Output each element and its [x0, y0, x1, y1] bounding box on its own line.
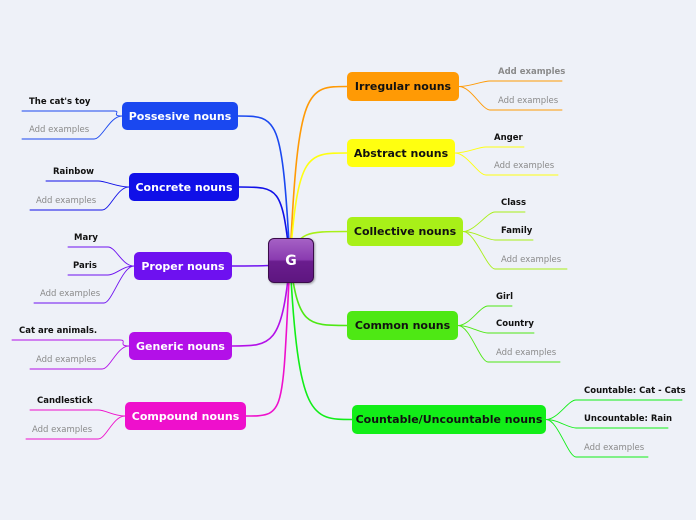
topic-label: Compound nouns [131, 409, 240, 423]
topic-countable-uncountable-nouns[interactable]: Countable/Uncountable nouns [352, 405, 546, 434]
topic-compound-nouns[interactable]: Compound nouns [125, 402, 246, 430]
central-topic[interactable]: G [268, 238, 314, 283]
subtopic-connector [67, 246, 135, 267]
subtopic-connector [457, 325, 535, 334]
topic-concrete-nouns[interactable]: Concrete nouns [129, 173, 239, 201]
subtopic-connector [458, 80, 563, 87]
branch-connector-generic-nouns [231, 259, 291, 347]
topic-label: Concrete nouns [135, 180, 233, 194]
subtopic-connector [25, 415, 126, 440]
central-topic-label: G [285, 252, 297, 269]
subtopic-connector [33, 265, 135, 304]
example-item[interactable]: Cat are animals. [19, 326, 98, 336]
subtopic-connector [545, 419, 669, 429]
add-examples-placeholder[interactable]: Add examples [494, 161, 555, 171]
subtopic-connector [545, 419, 649, 458]
subtopic-connector [458, 86, 563, 111]
topic-abstract-nouns[interactable]: Abstract nouns [347, 139, 455, 167]
add-examples-placeholder[interactable]: Add examples [498, 96, 559, 106]
example-item[interactable]: Rainbow [53, 167, 95, 177]
example-item[interactable]: Paris [73, 261, 97, 271]
topic-irregular-nouns[interactable]: Irregular nouns [347, 72, 459, 101]
topic-label: Proper nouns [141, 259, 225, 273]
subtopic-connector [21, 110, 123, 117]
subtopic-connector [29, 409, 126, 417]
topic-label: Countable/Uncountable nouns [355, 413, 543, 426]
subtopic-connector [454, 152, 559, 176]
example-item[interactable]: Uncountable: Rain [584, 414, 673, 424]
example-item[interactable]: Candlestick [37, 396, 93, 406]
subtopic-connector [45, 180, 130, 188]
subtopic-connector [11, 339, 130, 347]
topic-label: Generic nouns [136, 339, 225, 353]
branch-connector-abstract-nouns [289, 152, 348, 261]
add-examples-placeholder[interactable]: Add examples [40, 289, 101, 299]
subtopic-connector [21, 115, 123, 140]
add-examples-placeholder[interactable]: Add examples [29, 125, 90, 135]
add-examples-placeholder[interactable]: Add examples [496, 348, 557, 358]
topic-label: Abstract nouns [353, 146, 449, 160]
subtopic-connector [29, 345, 130, 370]
add-examples-placeholder[interactable]: Add examples [36, 355, 97, 365]
example-item[interactable]: Anger [494, 133, 523, 143]
subtopic-connector [457, 305, 513, 326]
branch-connector-countable-uncountable-nouns [289, 259, 353, 421]
subtopic-connector [545, 399, 683, 420]
topic-label: Possesive nouns [128, 109, 232, 123]
add-examples-placeholder[interactable]: Add examples [32, 425, 93, 435]
example-item[interactable]: Mary [74, 233, 98, 243]
example-item[interactable]: The cat's toy [29, 97, 91, 107]
add-examples-placeholder[interactable]: Add examples [584, 443, 645, 453]
topic-label: Common nouns [354, 319, 451, 332]
subtopic-connector [457, 325, 561, 363]
branch-connector-possesive-nouns [237, 115, 291, 261]
branch-connector-irregular-nouns [289, 85, 348, 261]
branch-connector-compound-nouns [245, 259, 291, 417]
example-item[interactable]: Girl [496, 292, 513, 302]
topic-common-nouns[interactable]: Common nouns [347, 311, 458, 340]
topic-collective-nouns[interactable]: Collective nouns [347, 217, 463, 246]
subtopic-connector [29, 186, 130, 211]
topic-possesive-nouns[interactable]: Possesive nouns [122, 102, 238, 130]
subtopic-connector [462, 231, 568, 270]
add-examples-placeholder[interactable]: Add examples [498, 67, 566, 77]
subtopic-connector [454, 146, 525, 154]
topic-proper-nouns[interactable]: Proper nouns [134, 252, 232, 280]
example-item[interactable]: Family [501, 226, 533, 236]
example-item[interactable]: Country [496, 319, 534, 329]
add-examples-placeholder[interactable]: Add examples [36, 196, 97, 206]
add-examples-placeholder[interactable]: Add examples [501, 255, 562, 265]
topic-label: Irregular nouns [354, 80, 452, 93]
topic-generic-nouns[interactable]: Generic nouns [129, 332, 232, 360]
subtopic-connector [67, 265, 135, 276]
example-item[interactable]: Countable: Cat - Cats [584, 386, 686, 396]
subtopic-connector [462, 231, 534, 241]
subtopic-connector [462, 211, 526, 232]
topic-label: Collective nouns [353, 225, 457, 238]
example-item[interactable]: Class [501, 198, 527, 208]
